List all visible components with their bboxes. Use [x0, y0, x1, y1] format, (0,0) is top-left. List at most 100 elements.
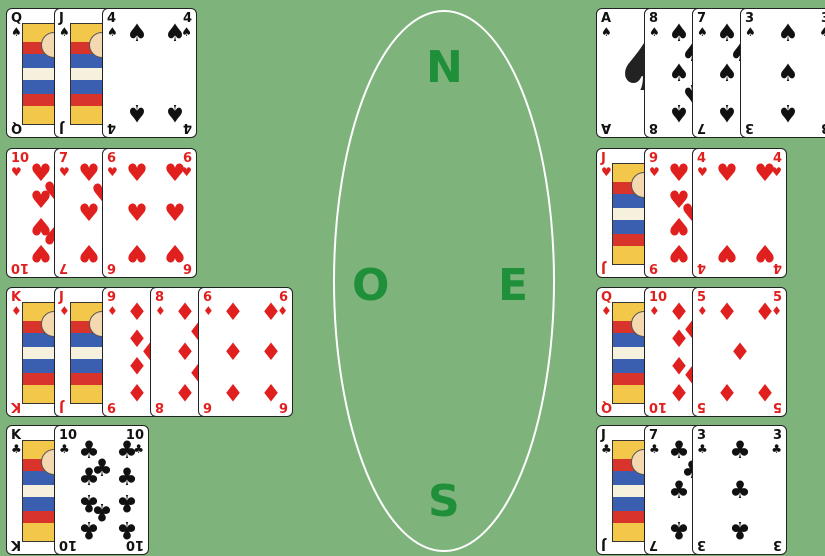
- card-rank: 3: [697, 429, 706, 442]
- card-rank: 4: [697, 152, 706, 165]
- card-suit-icon: ♣: [601, 443, 612, 455]
- card-suit-icon: ♦: [649, 305, 660, 317]
- card-suit-icon: ♥: [601, 166, 612, 178]
- card-rank: Q: [11, 12, 22, 25]
- card-pip-icon: ♦: [753, 380, 777, 404]
- card-rank: 3: [697, 538, 706, 551]
- card-pip-icon: ♥: [163, 201, 187, 225]
- card-suit-icon: ♠: [601, 26, 612, 38]
- card-suit-icon: ♥: [107, 166, 118, 178]
- card-pip-icon: ♦: [259, 300, 283, 324]
- card[interactable]: 3♠3♠33♠♠♠: [740, 8, 825, 138]
- card-pip-icon: ♦: [173, 380, 197, 404]
- card-pip-icon: ♠: [667, 101, 691, 125]
- compass-west[interactable]: O: [352, 264, 389, 308]
- card-rank: J: [59, 400, 64, 413]
- card-pip-icon: ♠: [776, 101, 800, 125]
- card-rank: 7: [649, 538, 658, 551]
- card-suit-icon: ♦: [11, 305, 22, 317]
- card-rank: 10: [11, 261, 29, 274]
- card-pip-icon: ♦: [667, 380, 691, 404]
- card-pip-icon: ♣: [728, 438, 752, 462]
- card-rank: 5: [697, 291, 706, 304]
- card-pip-icon: ♥: [125, 201, 149, 225]
- card-pip-icon: ♠: [715, 61, 739, 85]
- card-suit-icon: ♥: [697, 166, 708, 178]
- card-pip-icon: ♣: [667, 478, 691, 502]
- card-rank: A: [601, 12, 611, 25]
- card-rank: 3: [745, 12, 754, 25]
- card-pip-icon: ♦: [715, 300, 739, 324]
- card-pip-icon: ♥: [667, 161, 691, 185]
- card-suit-icon: ♣: [59, 443, 70, 455]
- card-rank: 7: [697, 12, 706, 25]
- card-suit-icon: ♠: [649, 26, 660, 38]
- card-rank: 3: [745, 121, 754, 134]
- card-pip-icon: ♣: [115, 518, 139, 542]
- card-suit-icon: ♠: [11, 26, 22, 38]
- compass-south[interactable]: S: [428, 480, 460, 524]
- card-rank: J: [601, 429, 606, 442]
- compass-north[interactable]: N: [426, 46, 463, 90]
- card-pip-icon: ♣: [115, 491, 139, 515]
- card-pip-icon: ♣: [77, 465, 101, 489]
- card-pip-icon: ♥: [667, 214, 691, 238]
- card-pip-icon: ♥: [753, 241, 777, 265]
- card-rank: K: [11, 291, 21, 304]
- card-suit-icon: ♠: [59, 26, 70, 38]
- card-rank: 9: [107, 400, 116, 413]
- card-rank: 6: [107, 152, 116, 165]
- card-rank: 3: [773, 538, 782, 551]
- card-rank: 3: [773, 429, 782, 442]
- card-pip-icon: ♠: [125, 101, 149, 125]
- card-suit-icon: ♦: [59, 305, 70, 317]
- card-rank: A: [601, 121, 611, 134]
- card-pip-icon: ♦: [728, 340, 752, 364]
- card-pip-icon: ♦: [221, 340, 245, 364]
- card-rank: 3: [821, 121, 825, 134]
- card-rank: 3: [821, 12, 825, 25]
- card-rank: 6: [107, 261, 116, 274]
- card-pip-icon: ♥: [715, 241, 739, 265]
- card-rank: 4: [107, 121, 116, 134]
- card-pip-icon: ♦: [259, 380, 283, 404]
- card-rank: 9: [649, 152, 658, 165]
- card-rank: 8: [155, 400, 164, 413]
- card-rank: 7: [649, 429, 658, 442]
- compass-east[interactable]: E: [498, 264, 528, 308]
- card-rank: 8: [155, 291, 164, 304]
- card-pip-icon: ♣: [728, 518, 752, 542]
- card-pip-icon: ♥: [667, 241, 691, 265]
- card-rank: 8: [649, 121, 658, 134]
- card-pip-icon: ♣: [728, 478, 752, 502]
- card-rank: K: [11, 538, 21, 551]
- card-rank: J: [601, 538, 606, 551]
- card-pip-icon: ♠: [715, 101, 739, 125]
- card-rank: K: [11, 400, 21, 413]
- card-rank: 10: [11, 152, 29, 165]
- card-rank: 9: [649, 261, 658, 274]
- card-suit-icon: ♦: [107, 305, 118, 317]
- card-suit-icon: ♦: [601, 305, 612, 317]
- card-pip-icon: ♣: [115, 438, 139, 462]
- card-suit-icon: ♠: [697, 26, 708, 38]
- card-pip-icon: ♦: [667, 327, 691, 351]
- card-pip-icon: ♥: [715, 161, 739, 185]
- card-pip-icon: ♦: [753, 300, 777, 324]
- card-rank: J: [601, 261, 606, 274]
- card-pip-icon: ♦: [259, 340, 283, 364]
- card-rank: 4: [107, 12, 116, 25]
- card-rank: 7: [59, 261, 68, 274]
- card-suit-icon: ♥: [59, 166, 70, 178]
- card-suit-icon: ♣: [11, 443, 22, 455]
- card-pip-icon: ♠: [163, 101, 187, 125]
- card-suit-icon: ♠: [107, 26, 118, 38]
- card-pip-icon: ♦: [221, 380, 245, 404]
